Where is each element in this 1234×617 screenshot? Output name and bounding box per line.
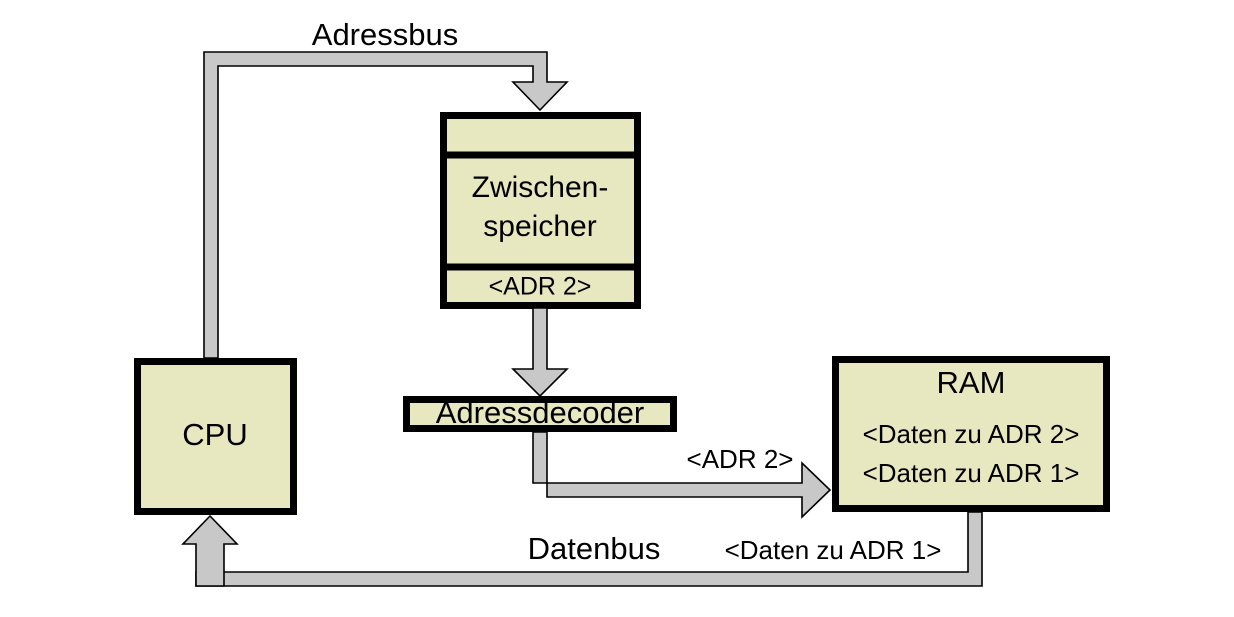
buffer-to-decoder-connector xyxy=(511,307,569,398)
address-bus-label: Adressbus xyxy=(312,17,458,52)
buffer-to-decoder-arrow-path xyxy=(511,307,569,398)
data-bus-connector xyxy=(181,511,983,587)
buffer-node[interactable]: Zwischen- speicher <ADR 2> xyxy=(440,112,641,309)
ram-row-2: <Daten zu ADR 1> xyxy=(863,458,1080,488)
address-decoder-box xyxy=(403,396,677,432)
buffer-label-line2: speicher xyxy=(483,210,596,243)
ram-box xyxy=(832,356,1110,512)
decoder-to-ram-arrow-path xyxy=(532,431,832,519)
buffer-bottom-section-label: <ADR 2> xyxy=(489,273,592,301)
adr2-arrow-label: <ADR 2> xyxy=(687,444,794,474)
buffer-label-line1: Zwischen- xyxy=(472,171,609,204)
ram-row-1: <Daten zu ADR 2> xyxy=(863,419,1080,449)
data-bus-payload-label: <Daten zu ADR 1> xyxy=(725,535,942,565)
cpu-box xyxy=(134,358,297,515)
ram-title: RAM xyxy=(937,365,1006,400)
cpu-label: CPU xyxy=(182,417,247,452)
decoder-to-ram-connector xyxy=(532,431,832,519)
data-bus-label: Datenbus xyxy=(528,531,661,566)
address-decoder-node[interactable]: Adressdecoder xyxy=(403,395,677,432)
address-bus-connector xyxy=(203,51,569,359)
address-decoder-label: Adressdecoder xyxy=(436,395,645,430)
cpu-node[interactable]: CPU xyxy=(134,358,297,515)
data-bus-arrow-head-path xyxy=(181,514,239,587)
address-bus-arrow-path xyxy=(203,51,569,359)
ram-node[interactable]: RAM <Daten zu ADR 2> <Daten zu ADR 1> xyxy=(832,356,1110,512)
buffer-box xyxy=(440,112,641,309)
